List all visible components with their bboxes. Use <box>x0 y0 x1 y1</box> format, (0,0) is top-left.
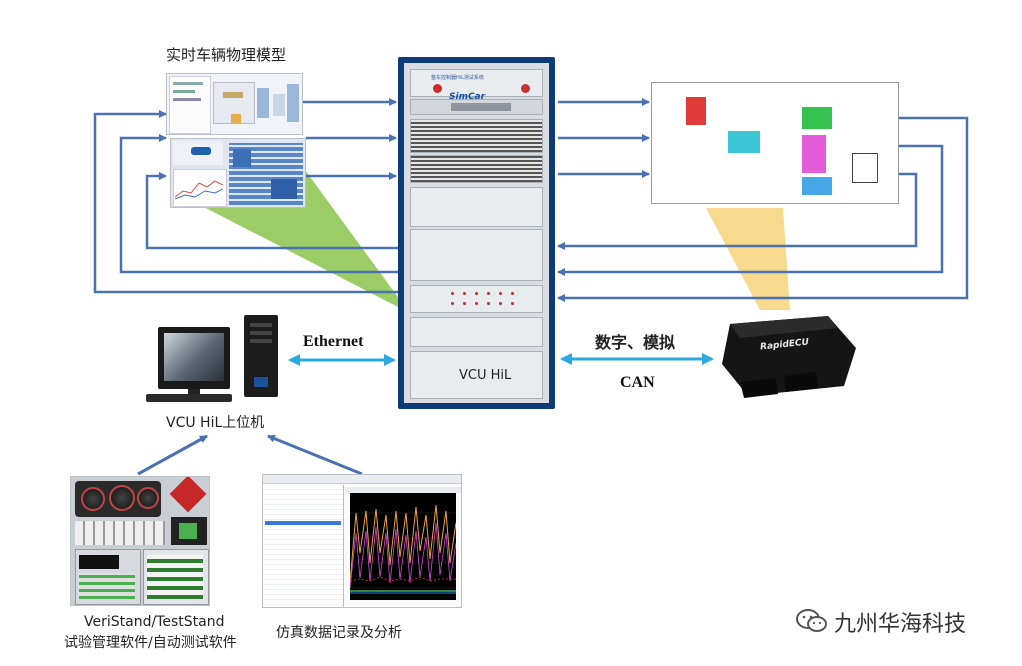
veristand-label-line1: VeriStand/TestStand <box>84 614 225 630</box>
loop-left-3 <box>93 110 398 294</box>
model-block-cyan <box>728 131 760 153</box>
simdata-plot <box>350 493 456 600</box>
emergency-stop-icon <box>433 84 442 93</box>
simdata-label: 仿真数据记录及分析 <box>276 625 402 641</box>
hil-cabinet-body: 整车控制器HiL测试系统 SimCar <box>404 63 549 403</box>
model-block-subsystem <box>852 153 878 183</box>
ecu-label-wrap: RapidECU <box>716 312 861 398</box>
arrow-simdata-to-pc <box>267 434 363 476</box>
model-block-green <box>802 107 832 129</box>
cabinet-io-panel <box>410 99 543 115</box>
vehicle-dashboard-screenshot <box>170 138 306 208</box>
ecu-brand: RapidECU <box>759 337 810 353</box>
ethernet-label: Ethernet <box>303 333 364 350</box>
cabinet-breakout-panel <box>410 285 543 313</box>
host-pc-keyboard <box>146 394 232 402</box>
rapid-ecu-device <box>722 316 856 398</box>
loop-right-3 <box>557 172 918 250</box>
cabinet-brand: SimCar <box>449 92 486 102</box>
cabinet-title: 整车控制器HiL测试系统 <box>431 75 484 81</box>
watermark-text: 九州华海科技 <box>834 612 967 637</box>
host-pc-screen <box>164 333 224 381</box>
loop-left-1 <box>145 172 398 250</box>
vehicle-model-screenshot <box>166 73 303 135</box>
cabinet-blank-panel-2 <box>410 229 543 281</box>
model-block-magenta <box>802 135 826 173</box>
cabinet-base-panel <box>410 351 543 399</box>
can-label: CAN <box>620 374 655 391</box>
host-pc-stand <box>188 389 200 395</box>
wechat-icon <box>796 609 827 632</box>
cabinet-blank-panel-3 <box>410 317 543 347</box>
simulink-model <box>651 82 899 204</box>
loop-left-2 <box>119 134 398 274</box>
veristand-label-line2: 试验管理软件/自动测试软件 <box>64 635 237 651</box>
host-pc-tower <box>244 315 278 397</box>
signals-label: 数字、模拟 <box>595 333 676 352</box>
model-block-red <box>686 97 706 125</box>
veristand-screenshot <box>70 476 210 606</box>
arrow-veristand-to-pc <box>137 434 208 476</box>
yellow-beam <box>706 208 790 310</box>
host-pc-label: VCU HiL上位机 <box>166 415 265 431</box>
cabinet-top-panel: 整车控制器HiL测试系统 SimCar <box>410 69 543 102</box>
vcu-hil-label: VCU HiL <box>459 368 512 383</box>
cabinet-vent-lower <box>410 155 543 183</box>
power-switch-icon <box>521 84 530 93</box>
cabinet-vent-upper <box>410 119 543 153</box>
cabinet-blank-panel-1 <box>410 187 543 227</box>
model-block-blue <box>802 177 832 195</box>
loop-right-1 <box>557 116 969 302</box>
vehicle-model-label: 实时车辆物理模型 <box>166 46 287 64</box>
loop-right-2 <box>557 144 944 276</box>
